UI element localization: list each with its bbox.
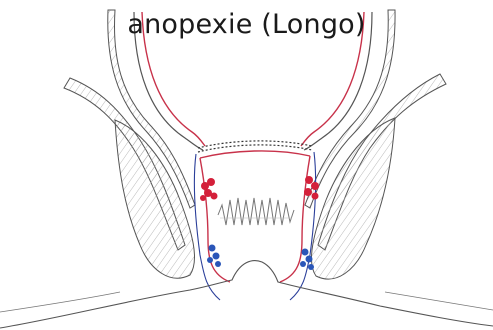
perineal-skin [0, 261, 493, 328]
left-external-sphincter [115, 120, 195, 278]
anal-canal-folds [218, 198, 294, 225]
right-external-sphincter [311, 118, 395, 279]
internal-hemorrhoid-left [200, 178, 218, 201]
staple-line [198, 141, 312, 158]
anal-canal-lining [194, 152, 315, 300]
diagram-title: anopexie (Longo) [0, 9, 493, 40]
